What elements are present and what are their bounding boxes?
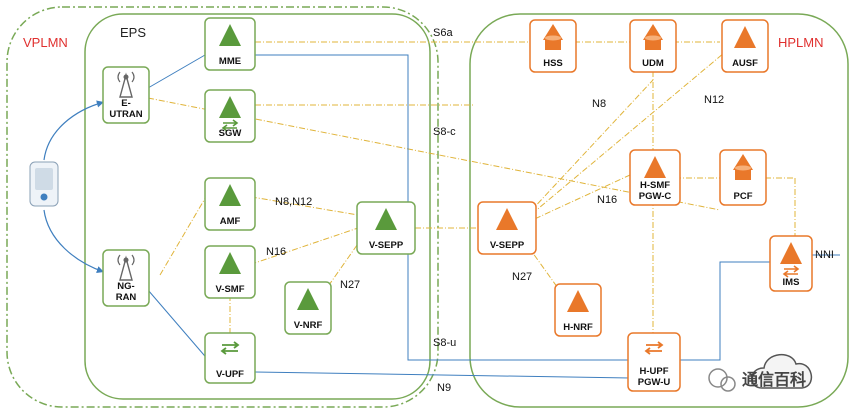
- antenna-icon: [117, 254, 135, 281]
- s8c-label: S8-c: [433, 126, 456, 138]
- n27-v-label: N27: [340, 279, 360, 291]
- ue-arrows: [43, 100, 105, 274]
- node-label: UDM: [642, 58, 664, 69]
- arrows-icon: [220, 341, 240, 355]
- eps-label: EPS: [120, 25, 146, 40]
- node-label: PCF: [734, 191, 753, 202]
- watermark-text: 通信百科: [742, 370, 806, 389]
- s6a-label: S6a: [433, 27, 453, 39]
- node-ims[interactable]: IMS: [769, 235, 813, 292]
- node-ausf[interactable]: AUSF: [721, 19, 769, 73]
- node-vupf[interactable]: V-UPF: [204, 332, 256, 384]
- n12-label: N12: [704, 94, 724, 106]
- triangle-icon: [219, 252, 241, 274]
- node-label: SGW: [219, 128, 242, 139]
- node-label: HSS: [543, 58, 563, 69]
- nni-label: NNI: [815, 249, 834, 261]
- hplmn-label: HPLMN: [778, 35, 824, 50]
- n16-v-label: N16: [266, 246, 286, 258]
- vplmn-label: VPLMN: [23, 35, 68, 50]
- node-label: RAN: [116, 292, 137, 303]
- node-vsepp_h[interactable]: V-SEPP: [477, 201, 537, 255]
- database-icon: [543, 24, 563, 50]
- node-udm[interactable]: UDM: [629, 19, 677, 73]
- node-label: AUSF: [732, 58, 758, 69]
- triangle-icon: [644, 156, 666, 178]
- node-label: E-: [121, 98, 131, 109]
- node-label: AMF: [220, 216, 241, 227]
- triangle-icon: [375, 208, 397, 230]
- triangle-icon: [297, 288, 319, 310]
- n9-label: N9: [437, 382, 451, 394]
- n8-label: N8: [592, 98, 606, 110]
- node-label: IMS: [783, 277, 800, 288]
- node-label: H-NRF: [563, 322, 593, 333]
- arrows-icon: [644, 341, 664, 355]
- node-label: NG-: [117, 281, 134, 292]
- cloud-icon: [751, 354, 813, 389]
- node-label: PGW-U: [638, 377, 671, 388]
- triangle-icon: [219, 24, 241, 46]
- node-amf[interactable]: AMF: [204, 177, 256, 231]
- database-icon: [643, 24, 663, 50]
- node-sgw[interactable]: SGW: [204, 89, 256, 143]
- phone-icon: [29, 161, 59, 207]
- eps-region: [84, 13, 431, 400]
- antenna-icon: [117, 71, 135, 98]
- node-label: PGW-C: [639, 191, 672, 202]
- node-label: H-SMF: [640, 180, 670, 191]
- triangle-icon: [496, 208, 518, 230]
- node-label: V-SEPP: [490, 240, 525, 251]
- node-label: H-UPF: [639, 366, 668, 377]
- node-hss[interactable]: HSS: [529, 19, 577, 73]
- triangle-arrows-icon: [780, 242, 802, 278]
- node-label: V-SMF: [215, 284, 244, 295]
- node-vnrf[interactable]: V-NRF: [284, 281, 332, 335]
- triangle-icon: [219, 184, 241, 206]
- n16-h-label: N16: [597, 194, 617, 206]
- node-label: V-UPF: [216, 369, 244, 380]
- node-label: V-SEPP: [369, 240, 404, 251]
- node-vsepp_v[interactable]: V-SEPP: [356, 201, 416, 255]
- n8-n12-label: N8,N12: [275, 196, 312, 208]
- node-label: MME: [219, 56, 241, 67]
- node-vsmf[interactable]: V-SMF: [204, 245, 256, 299]
- nodes-layer: MME SGW E-UTRAN NG-RAN AMF V-SMF V-NRF V-UPF V-S…: [102, 17, 813, 392]
- triangle-icon: [734, 26, 756, 48]
- n27-h-label: N27: [512, 271, 532, 283]
- hplmn-region: [469, 13, 849, 408]
- node-pcf[interactable]: PCF: [719, 149, 767, 206]
- watermark: 通信百科: [708, 368, 806, 392]
- vplmn-region: [6, 6, 439, 408]
- node-mme[interactable]: MME: [204, 17, 256, 71]
- database-icon: [733, 154, 753, 180]
- node-label: UTRAN: [109, 109, 142, 120]
- triangle-arrows-icon: [219, 96, 241, 132]
- triangle-icon: [567, 290, 589, 312]
- node-ngran[interactable]: NG-RAN: [102, 249, 150, 307]
- node-hnrf[interactable]: H-NRF: [554, 283, 602, 337]
- node-label: V-NRF: [294, 320, 323, 331]
- s8u-label: S8-u: [433, 337, 456, 349]
- node-eutran[interactable]: E-UTRAN: [102, 66, 150, 124]
